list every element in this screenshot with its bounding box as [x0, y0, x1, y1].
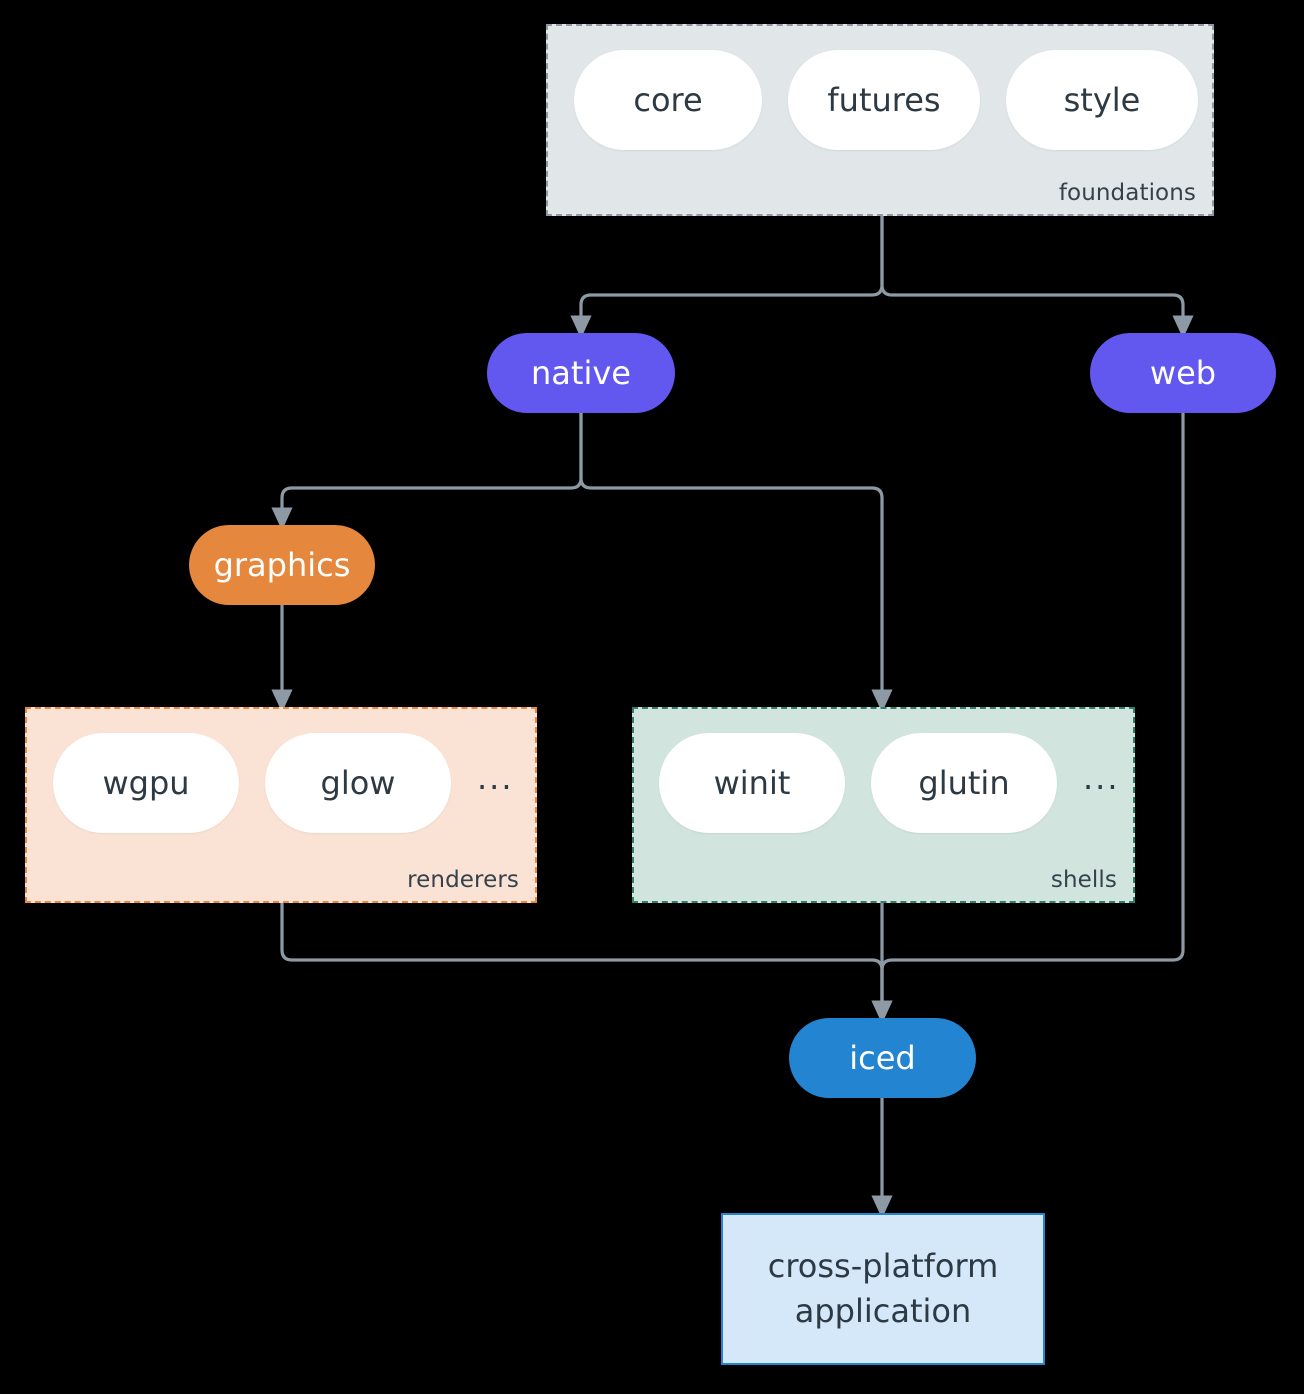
edge-native-graphics: [271, 413, 583, 531]
group-foundations: core futures style foundations: [546, 24, 1214, 216]
shells-more-ellipsis: ...: [1083, 759, 1120, 797]
node-web[interactable]: web: [1090, 333, 1276, 413]
group-label-renderers: renderers: [407, 867, 519, 893]
renderer-item-wgpu[interactable]: wgpu: [53, 733, 239, 833]
group-shells: winit glutin ... shells: [632, 707, 1135, 903]
edge-foundations-web: [880, 216, 1194, 339]
application-label-line1: cross-platform: [767, 1246, 999, 1285]
foundation-item-core[interactable]: core: [574, 50, 762, 150]
renderers-more-ellipsis: ...: [477, 759, 514, 797]
edge-foundations-native: [570, 216, 884, 339]
edge-native-shells: [579, 413, 893, 713]
node-graphics[interactable]: graphics: [189, 525, 375, 605]
shell-item-winit[interactable]: winit: [659, 733, 845, 833]
renderer-item-glow[interactable]: glow: [265, 733, 451, 833]
shell-item-glutin[interactable]: glutin: [871, 733, 1057, 833]
foundation-item-style[interactable]: style: [1006, 50, 1198, 150]
node-native[interactable]: native: [487, 333, 675, 413]
node-iced[interactable]: iced: [789, 1018, 976, 1098]
group-label-foundations: foundations: [1058, 180, 1196, 206]
node-cross-platform-application[interactable]: cross-platform application: [721, 1213, 1045, 1365]
group-label-shells: shells: [1050, 867, 1117, 893]
foundation-item-futures[interactable]: futures: [788, 50, 980, 150]
edge-renderers-iced: [280, 903, 893, 1024]
group-renderers: wgpu glow ... renderers: [25, 707, 537, 903]
application-label-line2: application: [794, 1292, 972, 1330]
